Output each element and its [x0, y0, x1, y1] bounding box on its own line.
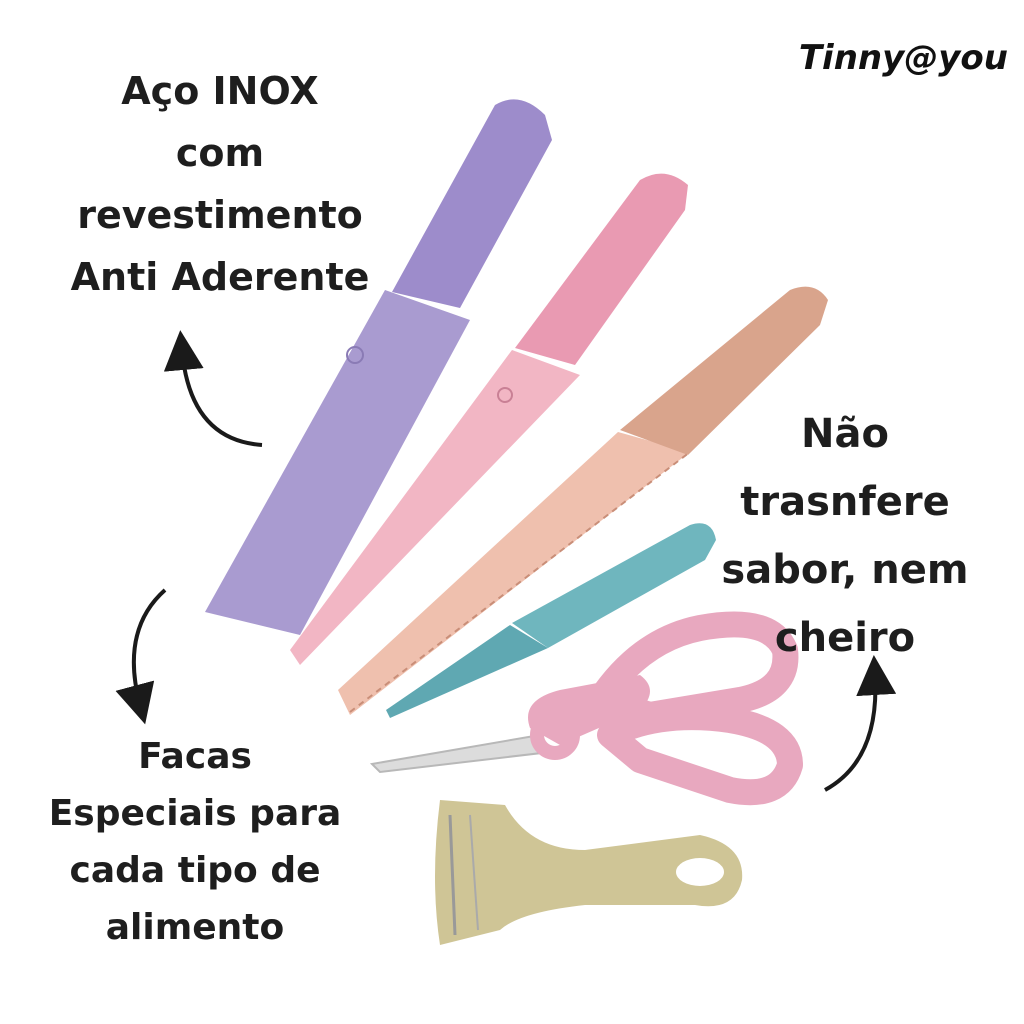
chef-knife: [205, 99, 552, 635]
caption-line: cada tipo de: [69, 850, 321, 891]
caption-line: Aço INOX: [121, 69, 319, 113]
caption-stainless-steel: Aço INOX com revestimento Anti Aderente: [40, 60, 400, 308]
caption-no-flavor-transfer: Não trasnfere sabor, nem cheiro: [680, 400, 1010, 672]
caption-line: com: [175, 131, 265, 175]
curved-arrow-up-right: [824, 655, 897, 792]
caption-line: Anti Aderente: [70, 255, 370, 299]
caption-line: alimento: [105, 907, 285, 948]
caption-line: sabor, nem: [721, 547, 969, 593]
curved-arrow-up-left: [163, 330, 263, 447]
caption-special-knives: Facas Especiais para cada tipo de alimen…: [30, 728, 360, 956]
caption-line: trasnfere: [740, 479, 950, 525]
beige-peeler: [435, 800, 743, 945]
teal-paring-knife: [386, 523, 716, 718]
brand-logo: Tinny@you: [798, 38, 1008, 78]
caption-line: Especiais para: [48, 793, 342, 834]
caption-line: cheiro: [774, 615, 916, 661]
caption-line: Não: [801, 411, 889, 457]
curved-arrow-down-left: [115, 588, 167, 725]
caption-line: Facas: [138, 736, 252, 777]
pink-scissors: [369, 611, 803, 806]
tan-bread-knife: [338, 286, 828, 715]
pink-slicer-knife: [290, 173, 688, 665]
caption-line: revestimento: [77, 193, 363, 237]
